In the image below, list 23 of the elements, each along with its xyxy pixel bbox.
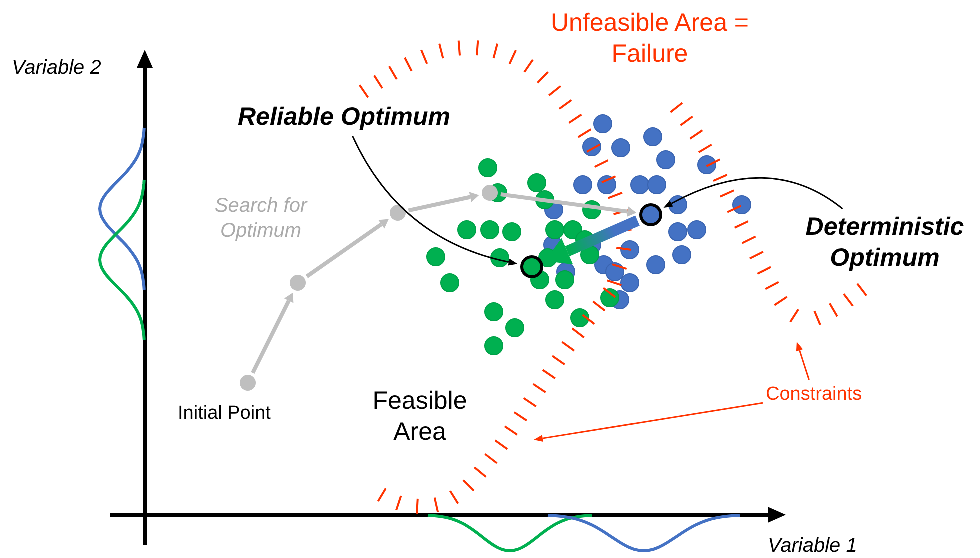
- leader-arrow: [664, 177, 844, 210]
- leader-arrow: [534, 402, 764, 442]
- optimum-point: [520, 256, 544, 278]
- arrow: [408, 192, 480, 213]
- callout-label: Constraints: [766, 383, 862, 407]
- search-point: [240, 375, 256, 391]
- leader-arrow: [352, 136, 518, 266]
- search-point: [290, 275, 306, 291]
- leader-arrow: [796, 342, 810, 380]
- area-label: Unfeasible Area = Failure: [550, 8, 750, 70]
- annotation-text: Search for Optimum: [214, 194, 309, 244]
- arrow: [251, 292, 294, 374]
- axis-label: Variable 2: [12, 56, 102, 81]
- optimum-point: [640, 204, 662, 226]
- axis-label: Variable 1: [768, 534, 858, 558]
- area-label: Feasible Area: [372, 386, 468, 448]
- point-label: Initial Point: [178, 402, 271, 426]
- callout-label: Reliable Optimum: [238, 102, 451, 134]
- arrow: [306, 219, 389, 278]
- search-point: [482, 185, 498, 201]
- arrow: [500, 192, 637, 217]
- search-point: [390, 205, 406, 221]
- callout-label: Deterministic Optimum: [790, 212, 980, 274]
